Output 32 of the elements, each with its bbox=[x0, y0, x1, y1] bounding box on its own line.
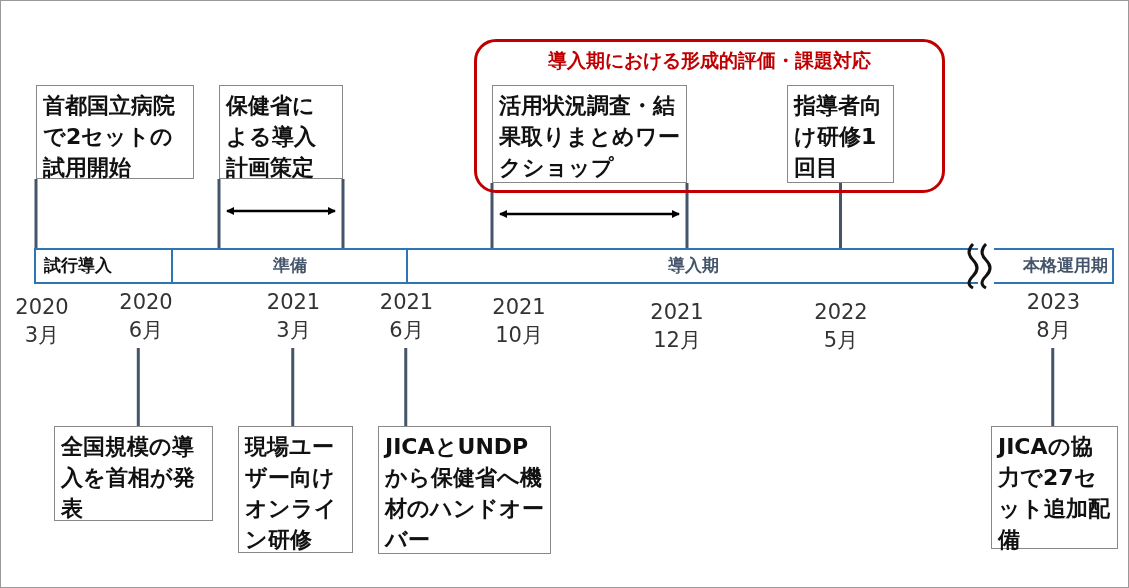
event-card: 指導者向け研修1回目 bbox=[787, 85, 894, 183]
event-card: 現場ユーザー向けオンライン研修 bbox=[238, 426, 353, 553]
connector-line bbox=[341, 179, 345, 248]
connector-line bbox=[1051, 348, 1055, 426]
date-label: 2022 5月 bbox=[813, 299, 869, 354]
event-card: 保健省による導入計画策定 bbox=[219, 85, 343, 179]
date-label: 2021 3月 bbox=[262, 288, 325, 348]
date-label: 2021 6月 bbox=[375, 288, 438, 348]
date-label: 2021 10月 bbox=[491, 294, 547, 349]
phase-segment: 導入期 bbox=[406, 248, 978, 284]
connector-line bbox=[136, 348, 140, 426]
connector-line bbox=[291, 348, 295, 426]
date-label: 2020 6月 bbox=[115, 288, 177, 348]
connector-line bbox=[685, 183, 689, 248]
highlight-frame bbox=[474, 39, 945, 193]
phase-segment: 試行導入 bbox=[34, 248, 171, 284]
connector-line bbox=[490, 183, 494, 248]
date-label: 2023 8月 bbox=[1022, 288, 1085, 348]
phase-segment: 本格運用期 bbox=[994, 248, 1114, 284]
date-label: 2020 3月 bbox=[14, 294, 70, 349]
event-card: 活用状況調査・結果取りまとめワークショップ bbox=[492, 85, 687, 183]
event-card: JICAの協力で27セット追加配備 bbox=[991, 426, 1118, 549]
date-label: 2021 12月 bbox=[649, 299, 705, 354]
connector-line bbox=[404, 348, 408, 426]
event-card: 首都国立病院で2セットの試用開始 bbox=[36, 85, 194, 179]
connector-line bbox=[34, 179, 38, 248]
event-card: JICAとUNDPから保健省へ機材のハンドオーバー bbox=[378, 426, 551, 554]
group-title: 導入期における形成的評価・課題対応 bbox=[547, 48, 872, 73]
connector-line bbox=[217, 179, 221, 248]
phase-segment: 準備 bbox=[171, 248, 406, 284]
connector-line bbox=[839, 183, 842, 248]
event-card: 全国規模の導入を首相が発表 bbox=[54, 426, 213, 521]
